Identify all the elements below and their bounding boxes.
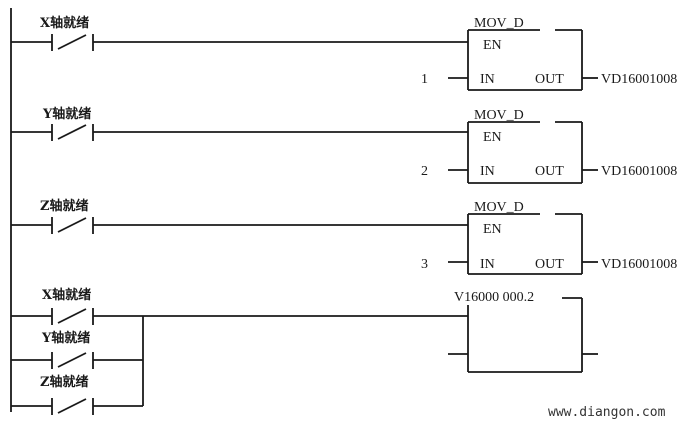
contact-y-ready-1: [11, 124, 468, 141]
contact-x-ready-1: [11, 34, 468, 51]
contact-label-x-ready: X轴就绪: [40, 15, 89, 31]
block-1-out-value: VD16001008: [601, 72, 677, 87]
block-3-in-value: 3: [421, 257, 428, 272]
block-3-en: EN: [483, 222, 502, 237]
block-3-out: OUT: [535, 257, 564, 272]
coil-block: [448, 297, 598, 373]
block-2-in: IN: [480, 164, 495, 179]
contact-label-x-ready-2: X轴就绪: [42, 287, 91, 303]
block-2-en: EN: [483, 130, 502, 145]
rung-1: X轴就绪 MOV_D EN IN OUT 1 VD16001008: [11, 15, 677, 91]
block-1-name: MOV_D: [474, 16, 524, 31]
block-2-name: MOV_D: [474, 108, 524, 123]
rung-2: Y轴就绪 MOV_D EN IN OUT 2 VD16001008: [11, 106, 677, 184]
mov-d-block-2: [448, 121, 598, 184]
block-3-in: IN: [480, 257, 495, 272]
coil-block-address: V16000 000.2: [454, 290, 534, 305]
contact-label-y-ready: Y轴就绪: [42, 106, 91, 122]
rung-3: Z轴就绪 MOV_D EN IN OUT 3 VD16001008: [11, 198, 677, 275]
block-2-in-value: 2: [421, 164, 428, 179]
block-1-en: EN: [483, 38, 502, 53]
contact-z-ready-2: [11, 398, 143, 415]
contact-y-ready-2: [11, 352, 143, 369]
contact-label-z-ready: Z轴就绪: [40, 198, 89, 214]
watermark-text: www.diangon.com: [548, 405, 666, 420]
contact-label-y-ready-2: Y轴就绪: [41, 330, 90, 346]
block-1-in: IN: [480, 72, 495, 87]
block-1-in-value: 1: [421, 72, 428, 87]
block-3-name: MOV_D: [474, 200, 524, 215]
block-2-out-value: VD16001008: [601, 164, 677, 179]
mov-d-block-3: [448, 213, 598, 275]
block-2-out: OUT: [535, 164, 564, 179]
contact-x-ready-2: [11, 308, 468, 325]
rung-4: X轴就绪 Y轴就绪 Z轴就绪: [11, 287, 598, 415]
mov-d-block-1: [448, 29, 598, 91]
block-1-out: OUT: [535, 72, 564, 87]
block-3-out-value: VD16001008: [601, 257, 677, 272]
contact-label-z-ready-2: Z轴就绪: [40, 374, 89, 390]
contact-z-ready-1: [11, 217, 468, 234]
